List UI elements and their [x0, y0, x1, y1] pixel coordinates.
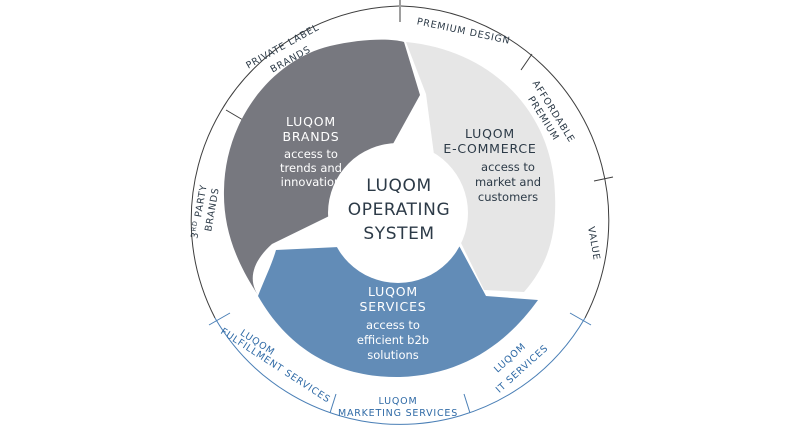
brands-title-2: BRANDS: [282, 129, 339, 144]
segment-luqom-brands: [223, 39, 420, 295]
center-label: LUQOM OPERATING SYSTEM: [348, 176, 451, 244]
ecommerce-title-1: LUQOM: [465, 126, 515, 141]
ecommerce-desc-1: access to: [481, 160, 535, 174]
outer-ring: [190, 0, 614, 425]
brands-label: LUQOM BRANDS access to trends and innova…: [280, 114, 342, 189]
segment-luqom-ecommerce: [406, 42, 556, 292]
brands-desc-3: innovation: [281, 175, 342, 189]
services-title-2: SERVICES: [359, 299, 426, 314]
center-line-1: LUQOM: [366, 176, 432, 196]
ecommerce-desc-3: customers: [478, 190, 538, 204]
services-title-1: LUQOM: [368, 284, 418, 299]
tick-ecommerce-2: [593, 176, 614, 182]
divider-right: [569, 312, 592, 326]
label-marketing-line-2: MARKETING SERVICES: [338, 408, 458, 419]
ecommerce-title-2: E-COMMERCE: [443, 141, 536, 156]
services-label: LUQOM SERVICES access to efficient b2b s…: [357, 284, 429, 362]
brands-desc-2: trends and: [280, 161, 342, 175]
ring-arc-ecommerce: [400, 5, 610, 319]
tick-services-1: [329, 393, 337, 414]
divider-left: [208, 312, 231, 326]
label-value: VALUE: [585, 226, 602, 262]
segment-luqom-services: [258, 240, 538, 378]
center-line-2: OPERATING: [348, 200, 451, 220]
tick-services-2: [463, 393, 471, 414]
services-desc-1: access to: [366, 318, 420, 332]
ring-arc-brands: [190, 5, 400, 319]
tick-ecommerce-1: [520, 53, 533, 71]
center-circle: [328, 143, 468, 283]
center-line-3: SYSTEM: [363, 224, 434, 244]
label-marketing-line-1: LUQOM: [379, 396, 418, 407]
services-desc-2: efficient b2b: [357, 333, 429, 347]
brands-title-1: LUQOM: [286, 114, 336, 129]
services-desc-3: solutions: [367, 348, 419, 362]
brands-desc-1: access to: [284, 147, 338, 161]
ring-arc-services: [214, 317, 586, 425]
ecommerce-label: LUQOM E-COMMERCE access to market and cu…: [443, 126, 541, 204]
tick-brands: [225, 109, 244, 121]
ecommerce-desc-2: market and: [475, 175, 541, 189]
